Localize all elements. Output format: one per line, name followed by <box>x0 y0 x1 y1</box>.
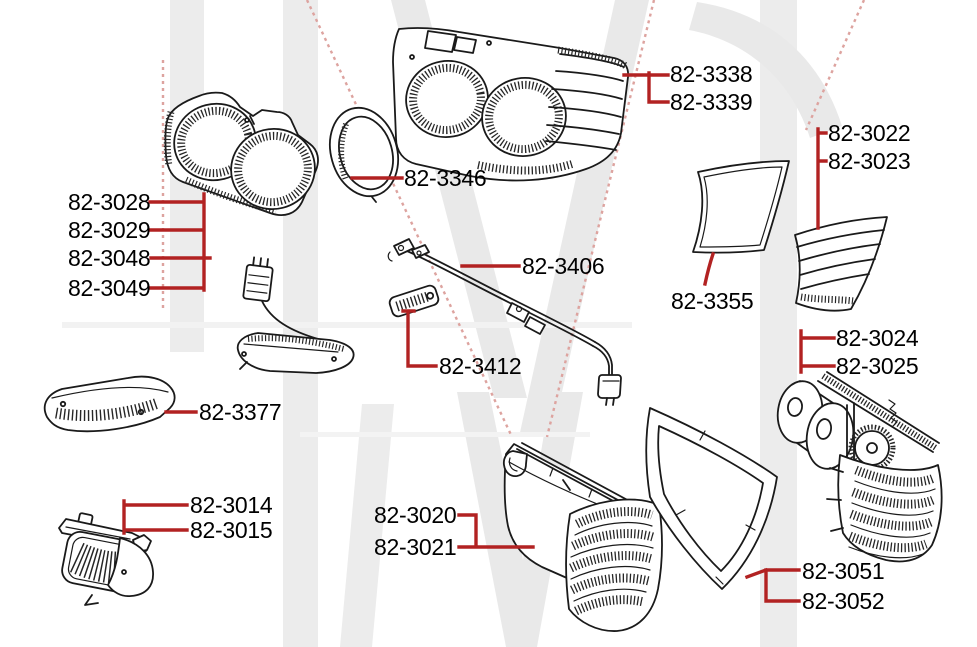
headlamp-bezel-drawing <box>163 91 319 216</box>
part-label-82-3021: 82-3021 <box>374 534 457 560</box>
part-label-82-3049: 82-3049 <box>68 275 151 301</box>
part-label-82-3025: 82-3025 <box>836 353 919 379</box>
trim-ring-drawing <box>329 106 399 203</box>
part-label-82-3406: 82-3406 <box>522 253 605 279</box>
parking-lamp-drawing <box>236 256 355 374</box>
part-label-82-3051: 82-3051 <box>802 558 885 584</box>
part-label-82-3015: 82-3015 <box>190 517 273 543</box>
headlamp-assembly-drawing <box>392 27 629 182</box>
corner-seal-drawing <box>692 160 790 254</box>
gasket-loop-drawing <box>645 407 778 590</box>
part-label-82-3377: 82-3377 <box>199 399 282 425</box>
wiring-harness-drawing <box>387 238 622 406</box>
part-label-82-3014: 82-3014 <box>190 492 273 518</box>
part-label-82-3339: 82-3339 <box>670 89 753 115</box>
part-label-82-3346: 82-3346 <box>404 165 487 191</box>
background-watermark <box>62 0 866 647</box>
mounting-plate-drawing <box>388 284 440 318</box>
part-label-82-3022: 82-3022 <box>828 120 911 146</box>
part-label-82-3412: 82-3412 <box>439 353 522 379</box>
part-label-82-3023: 82-3023 <box>828 148 911 174</box>
bucket-assembly-drawing <box>776 371 943 563</box>
leader-lines <box>122 71 836 603</box>
part-label-82-3052: 82-3052 <box>802 588 885 614</box>
signal-lens-drawing <box>43 375 176 433</box>
part-label-82-3338: 82-3338 <box>670 61 753 87</box>
part-label-82-3024: 82-3024 <box>836 325 919 351</box>
tail-housing-drawing <box>502 442 663 632</box>
fog-lamp-drawing <box>58 512 154 606</box>
part-label-82-3029: 82-3029 <box>68 217 151 243</box>
part-label-82-3020: 82-3020 <box>374 502 457 528</box>
part-label-82-3028: 82-3028 <box>68 189 151 215</box>
part-label-82-3048: 82-3048 <box>68 245 151 271</box>
corner-grille-drawing <box>794 216 888 312</box>
part-label-82-3355: 82-3355 <box>671 288 754 314</box>
